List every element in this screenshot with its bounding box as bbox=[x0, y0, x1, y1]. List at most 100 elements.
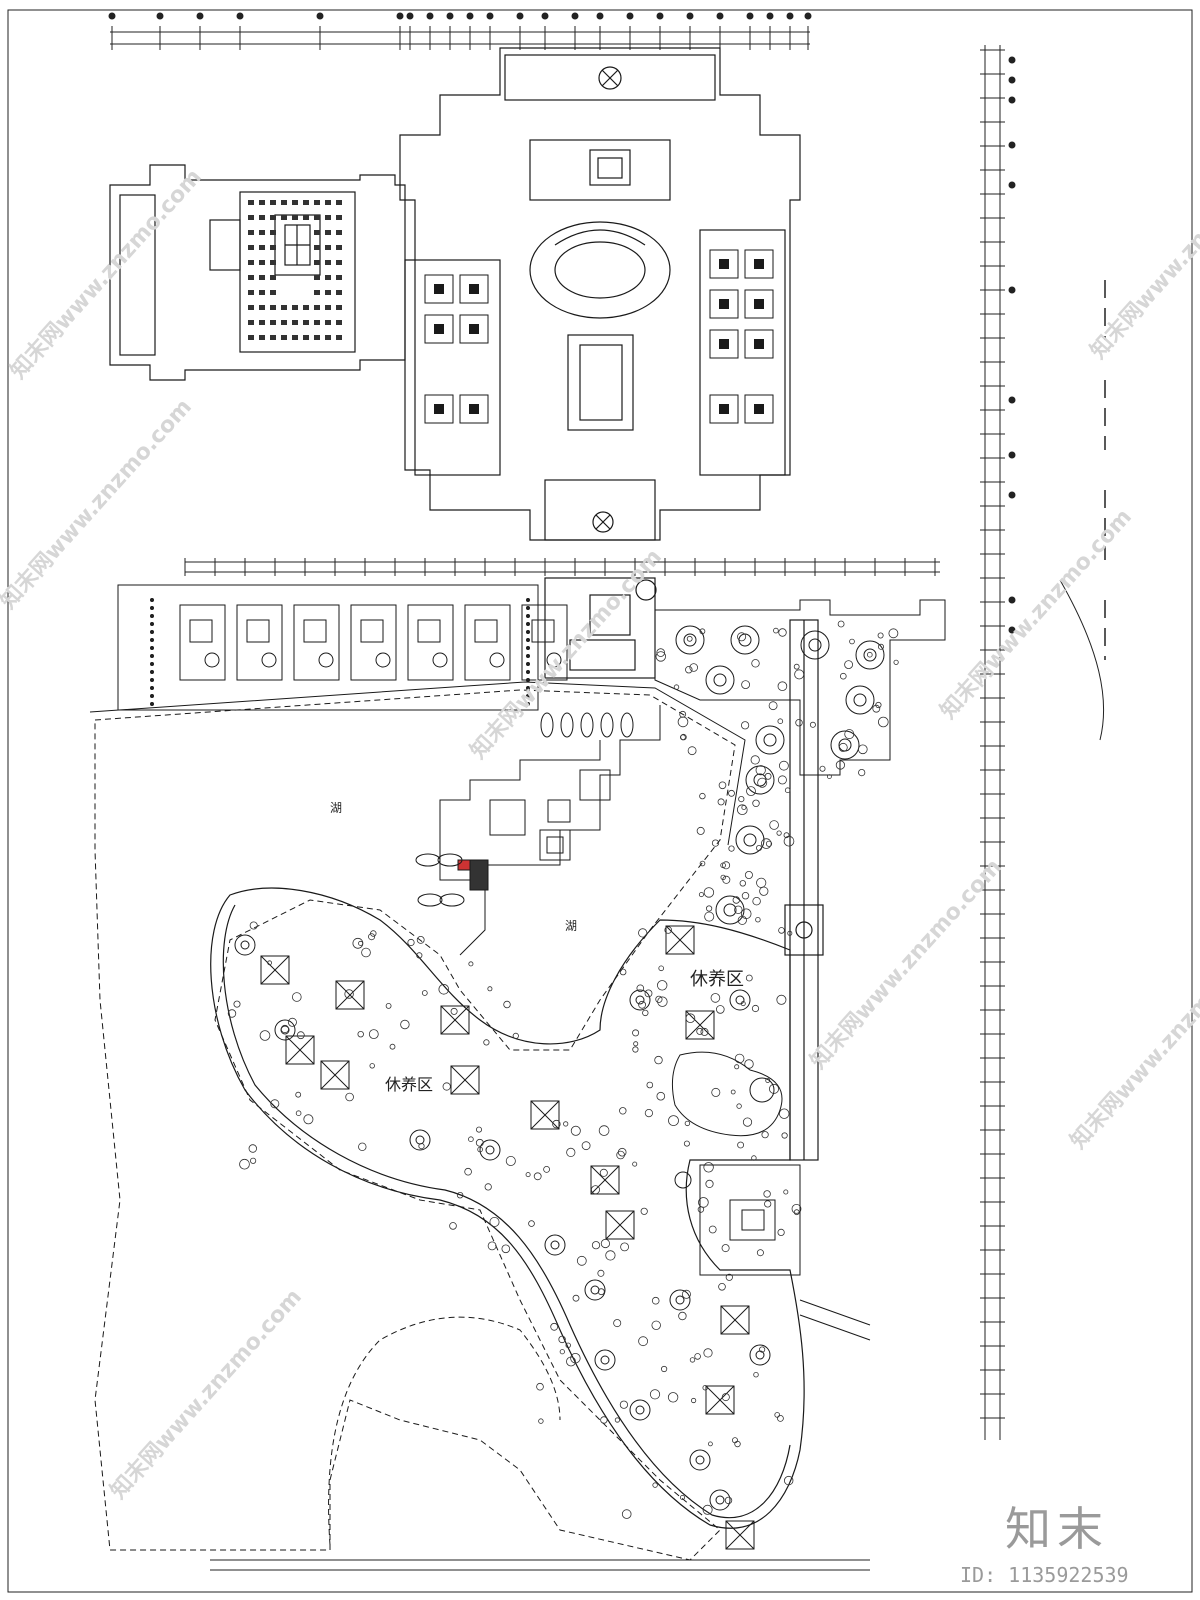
tree bbox=[389, 1043, 396, 1050]
hedge-dot bbox=[150, 598, 154, 602]
seat bbox=[270, 245, 276, 250]
lake-pavilion bbox=[439, 705, 661, 956]
grid-bubble bbox=[108, 12, 116, 20]
tree bbox=[872, 704, 881, 713]
villa-pavilion bbox=[725, 1520, 755, 1550]
room-bed bbox=[719, 404, 729, 414]
seat bbox=[303, 200, 309, 205]
tree bbox=[233, 1000, 241, 1008]
tree bbox=[710, 993, 721, 1003]
grid-bubble bbox=[1008, 76, 1016, 84]
villa-pool bbox=[417, 619, 441, 643]
guest-room bbox=[709, 249, 739, 279]
tree bbox=[487, 1241, 497, 1251]
villa-cluster bbox=[234, 925, 771, 1550]
tree bbox=[835, 760, 846, 770]
tree bbox=[708, 1225, 717, 1234]
seat bbox=[248, 200, 254, 205]
hedge-dot bbox=[526, 598, 530, 602]
tree bbox=[673, 684, 680, 690]
tree bbox=[718, 1283, 726, 1291]
grid-bubble bbox=[596, 12, 604, 20]
zone-label-west: 休养区 bbox=[385, 1075, 433, 1094]
courtyard-core bbox=[743, 833, 757, 847]
tree bbox=[552, 1119, 561, 1129]
tree bbox=[487, 986, 493, 992]
tree bbox=[616, 1150, 625, 1160]
tree bbox=[400, 1019, 410, 1030]
tree bbox=[809, 721, 816, 728]
tree bbox=[702, 1384, 708, 1391]
tree bbox=[690, 1397, 697, 1404]
tree bbox=[684, 1120, 691, 1127]
tree bbox=[651, 1320, 661, 1331]
tree bbox=[778, 628, 787, 637]
tree bbox=[784, 787, 791, 793]
seat bbox=[336, 335, 342, 340]
tree bbox=[888, 628, 899, 639]
tree bbox=[572, 1294, 580, 1302]
tree bbox=[536, 1382, 544, 1391]
seat bbox=[303, 335, 309, 340]
guest-room bbox=[424, 314, 454, 344]
boat bbox=[580, 712, 594, 738]
grid-bubble bbox=[626, 12, 634, 20]
tree bbox=[722, 861, 731, 870]
hedge-dot bbox=[150, 630, 154, 634]
tree bbox=[620, 1242, 629, 1252]
tree bbox=[591, 1185, 601, 1195]
seat bbox=[259, 305, 265, 310]
hedge-dot bbox=[150, 678, 154, 682]
tree bbox=[651, 1296, 660, 1305]
hedge-dot bbox=[526, 606, 530, 610]
seat bbox=[314, 245, 320, 250]
tree bbox=[791, 1204, 802, 1214]
grid-bubble bbox=[446, 12, 454, 20]
grid-bubble bbox=[486, 12, 494, 20]
tree bbox=[751, 1155, 757, 1161]
courtyard-ring bbox=[745, 765, 775, 795]
tree bbox=[259, 1030, 271, 1041]
tree bbox=[680, 733, 687, 741]
grid-bubble bbox=[196, 12, 204, 20]
tree bbox=[477, 1146, 483, 1153]
hedge-dot bbox=[526, 702, 530, 706]
tree bbox=[633, 1041, 639, 1047]
spa-pool-inner bbox=[735, 995, 745, 1005]
tree bbox=[756, 1249, 764, 1257]
tree bbox=[605, 1250, 616, 1261]
tree bbox=[621, 1509, 632, 1519]
tree bbox=[732, 896, 740, 904]
zone-label-east: 休养区 bbox=[690, 969, 744, 990]
villa-pavilion bbox=[665, 925, 695, 955]
tree bbox=[708, 1441, 713, 1447]
tree bbox=[287, 1017, 297, 1027]
tree bbox=[768, 701, 778, 711]
seat bbox=[325, 305, 331, 310]
courtyard-ring bbox=[735, 825, 765, 855]
tree bbox=[777, 1228, 785, 1237]
tree bbox=[685, 666, 693, 674]
tree bbox=[632, 1046, 639, 1053]
tree bbox=[774, 1412, 780, 1418]
tree bbox=[858, 768, 866, 777]
tree bbox=[468, 961, 474, 967]
tree bbox=[655, 651, 667, 662]
seat bbox=[259, 260, 265, 265]
tree bbox=[699, 860, 706, 867]
tree bbox=[751, 1004, 760, 1013]
tree bbox=[720, 862, 726, 869]
villa-pavilion bbox=[440, 1005, 470, 1035]
tree bbox=[741, 892, 750, 900]
tree bbox=[649, 1389, 661, 1400]
boat-dock bbox=[415, 712, 634, 907]
courtyard-core bbox=[763, 733, 777, 747]
seat bbox=[336, 275, 342, 280]
tree bbox=[438, 983, 450, 995]
seat bbox=[336, 290, 342, 295]
courtyard-core bbox=[808, 638, 822, 652]
tree bbox=[538, 1418, 544, 1424]
seat bbox=[314, 260, 320, 265]
guest-room-grid bbox=[424, 249, 774, 424]
villa-unit bbox=[464, 604, 511, 681]
